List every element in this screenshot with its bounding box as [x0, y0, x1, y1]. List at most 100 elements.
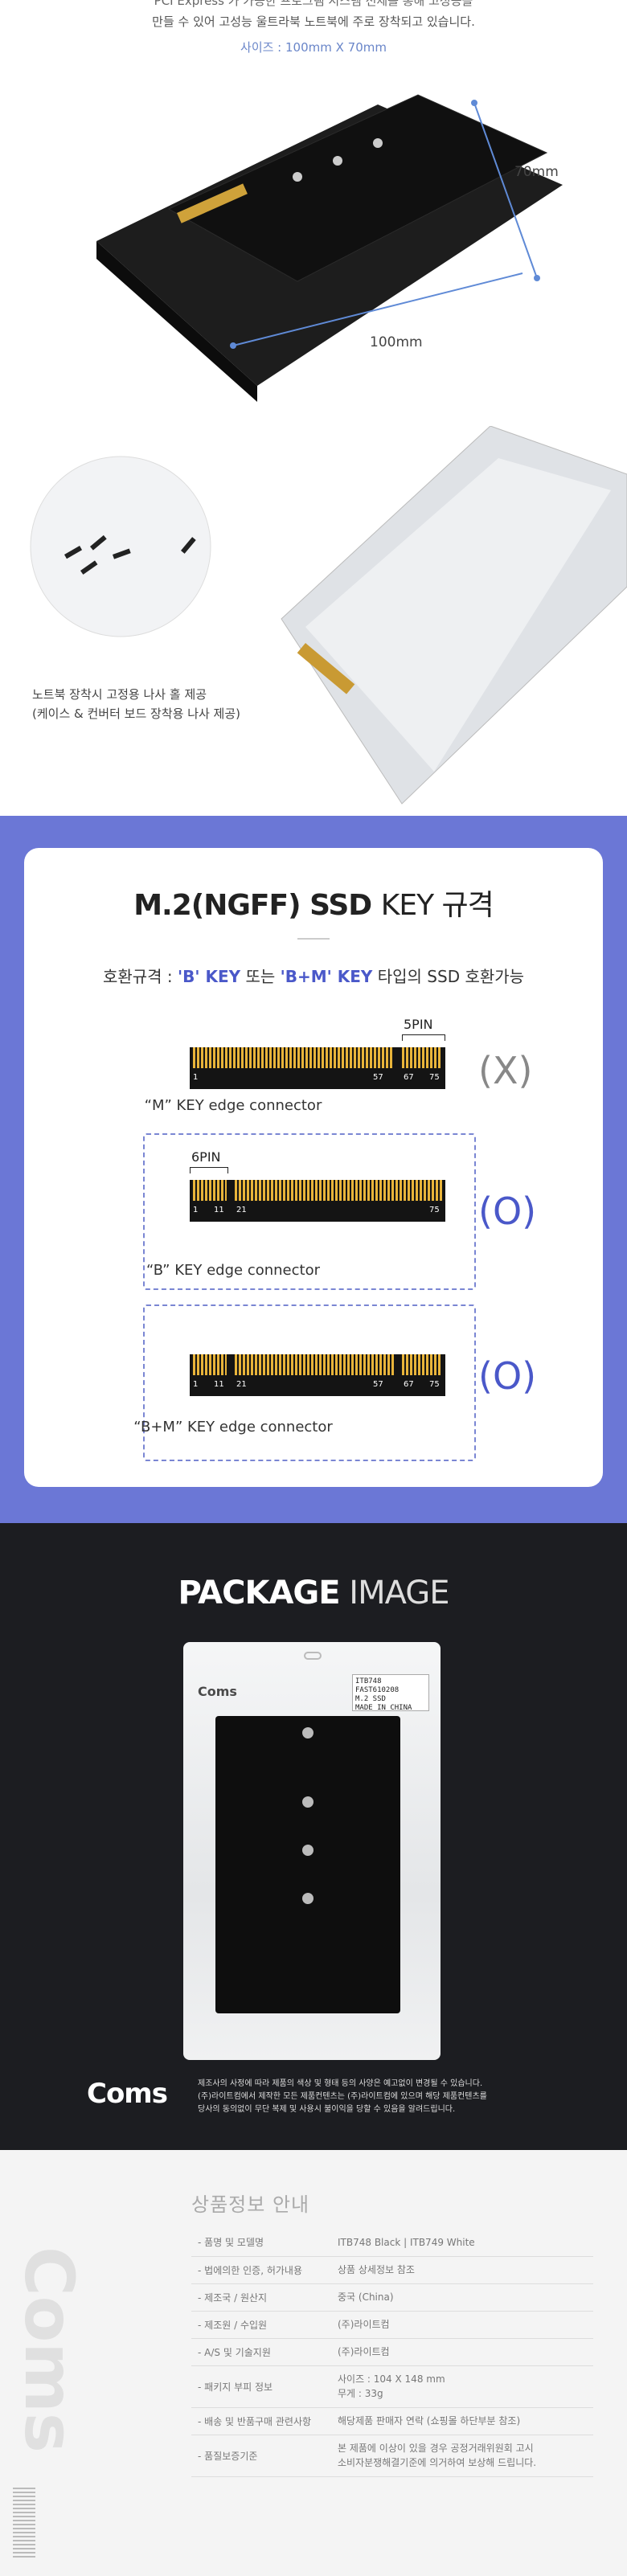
sticker-line-2: M.2 SSD [355, 1695, 386, 1703]
info-value-line-2: 소비자분쟁해결기준에 의거하여 보상해 드립니다. [338, 2457, 537, 2468]
pin-number: 75 [429, 1073, 440, 1082]
screw-caption-line-1: 노트북 장착시 고정용 나사 홀 제공 [32, 687, 207, 702]
pin-number: 1 [193, 1073, 199, 1082]
info-value-line-1: 본 제품에 이상이 있을 경우 공정거래위원회 고시 [338, 2443, 534, 2454]
size-text: 사이즈 : 100mm X 70mm [240, 40, 387, 55]
compat-mid: 또는 [240, 967, 281, 986]
m-key-incompatible-mark: (X) [478, 1049, 533, 1092]
coms-logo: Coms [87, 2078, 168, 2110]
title-divider [297, 938, 330, 940]
m-key-pins-main [193, 1047, 394, 1068]
m-key-bracket [402, 1034, 445, 1041]
intro-line-2: 만들 수 있어 고성능 울트라북 노트북에 주로 장착되고 있습니다. [152, 14, 475, 29]
board-hole [373, 138, 383, 148]
info-value: ITB748 Black | ITB749 White [331, 2229, 593, 2257]
m-key-board: 1 57 67 75 [190, 1047, 445, 1089]
sticker-line-1: ITB748 FAST610208 [355, 1677, 400, 1694]
m-key-connector: 5PIN 1 57 67 75 “M” KEY edge connector (… [24, 1017, 603, 1114]
table-row: A/S 및 기술지원(주)라이트컴 [191, 2338, 593, 2366]
pin-number: 11 [214, 1380, 224, 1389]
pin-number: 1 [193, 1206, 199, 1214]
pin-number: 57 [373, 1380, 383, 1389]
package-section: PACKAGE IMAGE Coms ITB748 FAST610208 M.2… [0, 1523, 627, 2150]
sata-connector [177, 183, 248, 223]
note-line-1: 제조사의 사정에 따라 제품의 색상 및 형태 등의 사양은 예고없이 변경될 … [198, 2079, 483, 2088]
board-hole [302, 1845, 314, 1856]
dim-dot [230, 342, 236, 349]
b-key-callout: 6PIN [191, 1149, 221, 1165]
note-line-3: 당사의 동의없이 무단 복제 및 사용시 불이익을 당할 수 있음을 알려드립니… [198, 2105, 456, 2114]
info-key: 제조국 / 원산지 [191, 2283, 331, 2312]
bm-key-highlight-box [143, 1304, 476, 1461]
sticker-line-3: MADE IN CHINA [355, 1704, 412, 1712]
coms-watermark: Coms [10, 2246, 88, 2453]
bm-key-connector: 1 11 21 57 67 75 “B+M” KEY edge connecto… [24, 1322, 603, 1451]
board-hole [302, 1893, 314, 1904]
key-spec-card: M.2(NGFF) SSD KEY 규격 호환규격 : 'B' KEY 또는 '… [24, 848, 603, 1487]
dim-line-70 [473, 102, 538, 279]
compat-bm-key: 'B+M' KEY [280, 967, 373, 986]
compat-suffix: 타입의 SSD 호환가능 [372, 967, 525, 986]
info-value: (주)라이트컴 [331, 2311, 593, 2339]
pin-number: 75 [429, 1380, 440, 1389]
case-side [96, 241, 257, 402]
pin-number: 21 [236, 1380, 247, 1389]
width-dimension: 100mm [370, 334, 423, 350]
copyright-note: 제조사의 사정에 따라 제품의 색상 및 형태 등의 사양은 예고없이 변경될 … [198, 2078, 487, 2116]
pin-number: 67 [404, 1380, 414, 1389]
dim-dot [534, 275, 540, 281]
b-key-label: “B” KEY edge connector [146, 1262, 320, 1279]
screws-photo [30, 426, 627, 805]
info-title: 상품정보 안내 [191, 2193, 310, 2216]
key-spec-title-light: KEY 규격 [380, 889, 494, 922]
barcode-graphic [13, 2488, 35, 2560]
info-key: A/S 및 기술지원 [191, 2338, 331, 2366]
pin-number: 1 [193, 1380, 199, 1389]
package-title: PACKAGE IMAGE [0, 1575, 627, 1612]
pin-number: 67 [404, 1073, 414, 1082]
info-value: (주)라이트컴 [331, 2338, 593, 2366]
screw-caption-line-2: (케이스 & 컨버터 보드 장착용 나사 제공) [32, 706, 241, 721]
info-key: 배송 및 반품구매 관련사항 [191, 2407, 331, 2435]
converter-board [167, 94, 548, 282]
white-board [305, 458, 611, 772]
board-hole [333, 156, 342, 166]
info-key: 품명 및 모델명 [191, 2229, 331, 2257]
dim-line-100 [232, 272, 523, 346]
info-value: 중국 (China) [331, 2283, 593, 2312]
package-title-light: IMAGE [339, 1575, 449, 1612]
pin-number: 57 [373, 1073, 383, 1082]
key-spec-title-bold: M.2(NGFF) SSD [133, 889, 372, 922]
pin-number: 11 [214, 1206, 224, 1214]
b-key-board: 1 11 21 75 [190, 1180, 445, 1222]
bm-key-pins-start [193, 1354, 227, 1375]
key-spec-section: M.2(NGFF) SSD KEY 규격 호환규격 : 'B' KEY 또는 '… [0, 816, 627, 1523]
info-value: 해당제품 판매자 연락 (쇼핑몰 하단부분 참조) [331, 2407, 593, 2435]
info-key: 품질보증기준 [191, 2435, 331, 2477]
info-value-line-1: 사이즈 : 104 X 148 mm [338, 2373, 445, 2385]
intro-line-cut: PCI Express 가 가능한 프로그램 시스템 전체를 통해 고성능을 [154, 0, 473, 8]
b-key-highlight-box [143, 1133, 476, 1290]
m-key-label: “M” KEY edge connector [144, 1097, 322, 1114]
m-key-callout: 5PIN [404, 1017, 433, 1032]
b-key-pins-start [193, 1180, 227, 1201]
screws [64, 534, 196, 575]
packaged-board [215, 1716, 400, 2013]
pin-number: 21 [236, 1206, 247, 1214]
screw-lens-circle [30, 456, 211, 637]
info-key: 제조원 / 수입원 [191, 2311, 331, 2339]
info-key: 법에의한 인증, 허가내용 [191, 2256, 331, 2284]
screw-caption: 노트북 장착시 고정용 나사 홀 제공 (케이스 & 컨버터 보드 장착용 나사… [32, 685, 240, 723]
table-row: 제조원 / 수입원(주)라이트컴 [191, 2311, 593, 2339]
hang-hole [304, 1652, 322, 1660]
info-key: 패키지 부피 정보 [191, 2365, 331, 2408]
b-key-pins-main [235, 1180, 442, 1201]
bm-key-pins-main [235, 1354, 394, 1375]
